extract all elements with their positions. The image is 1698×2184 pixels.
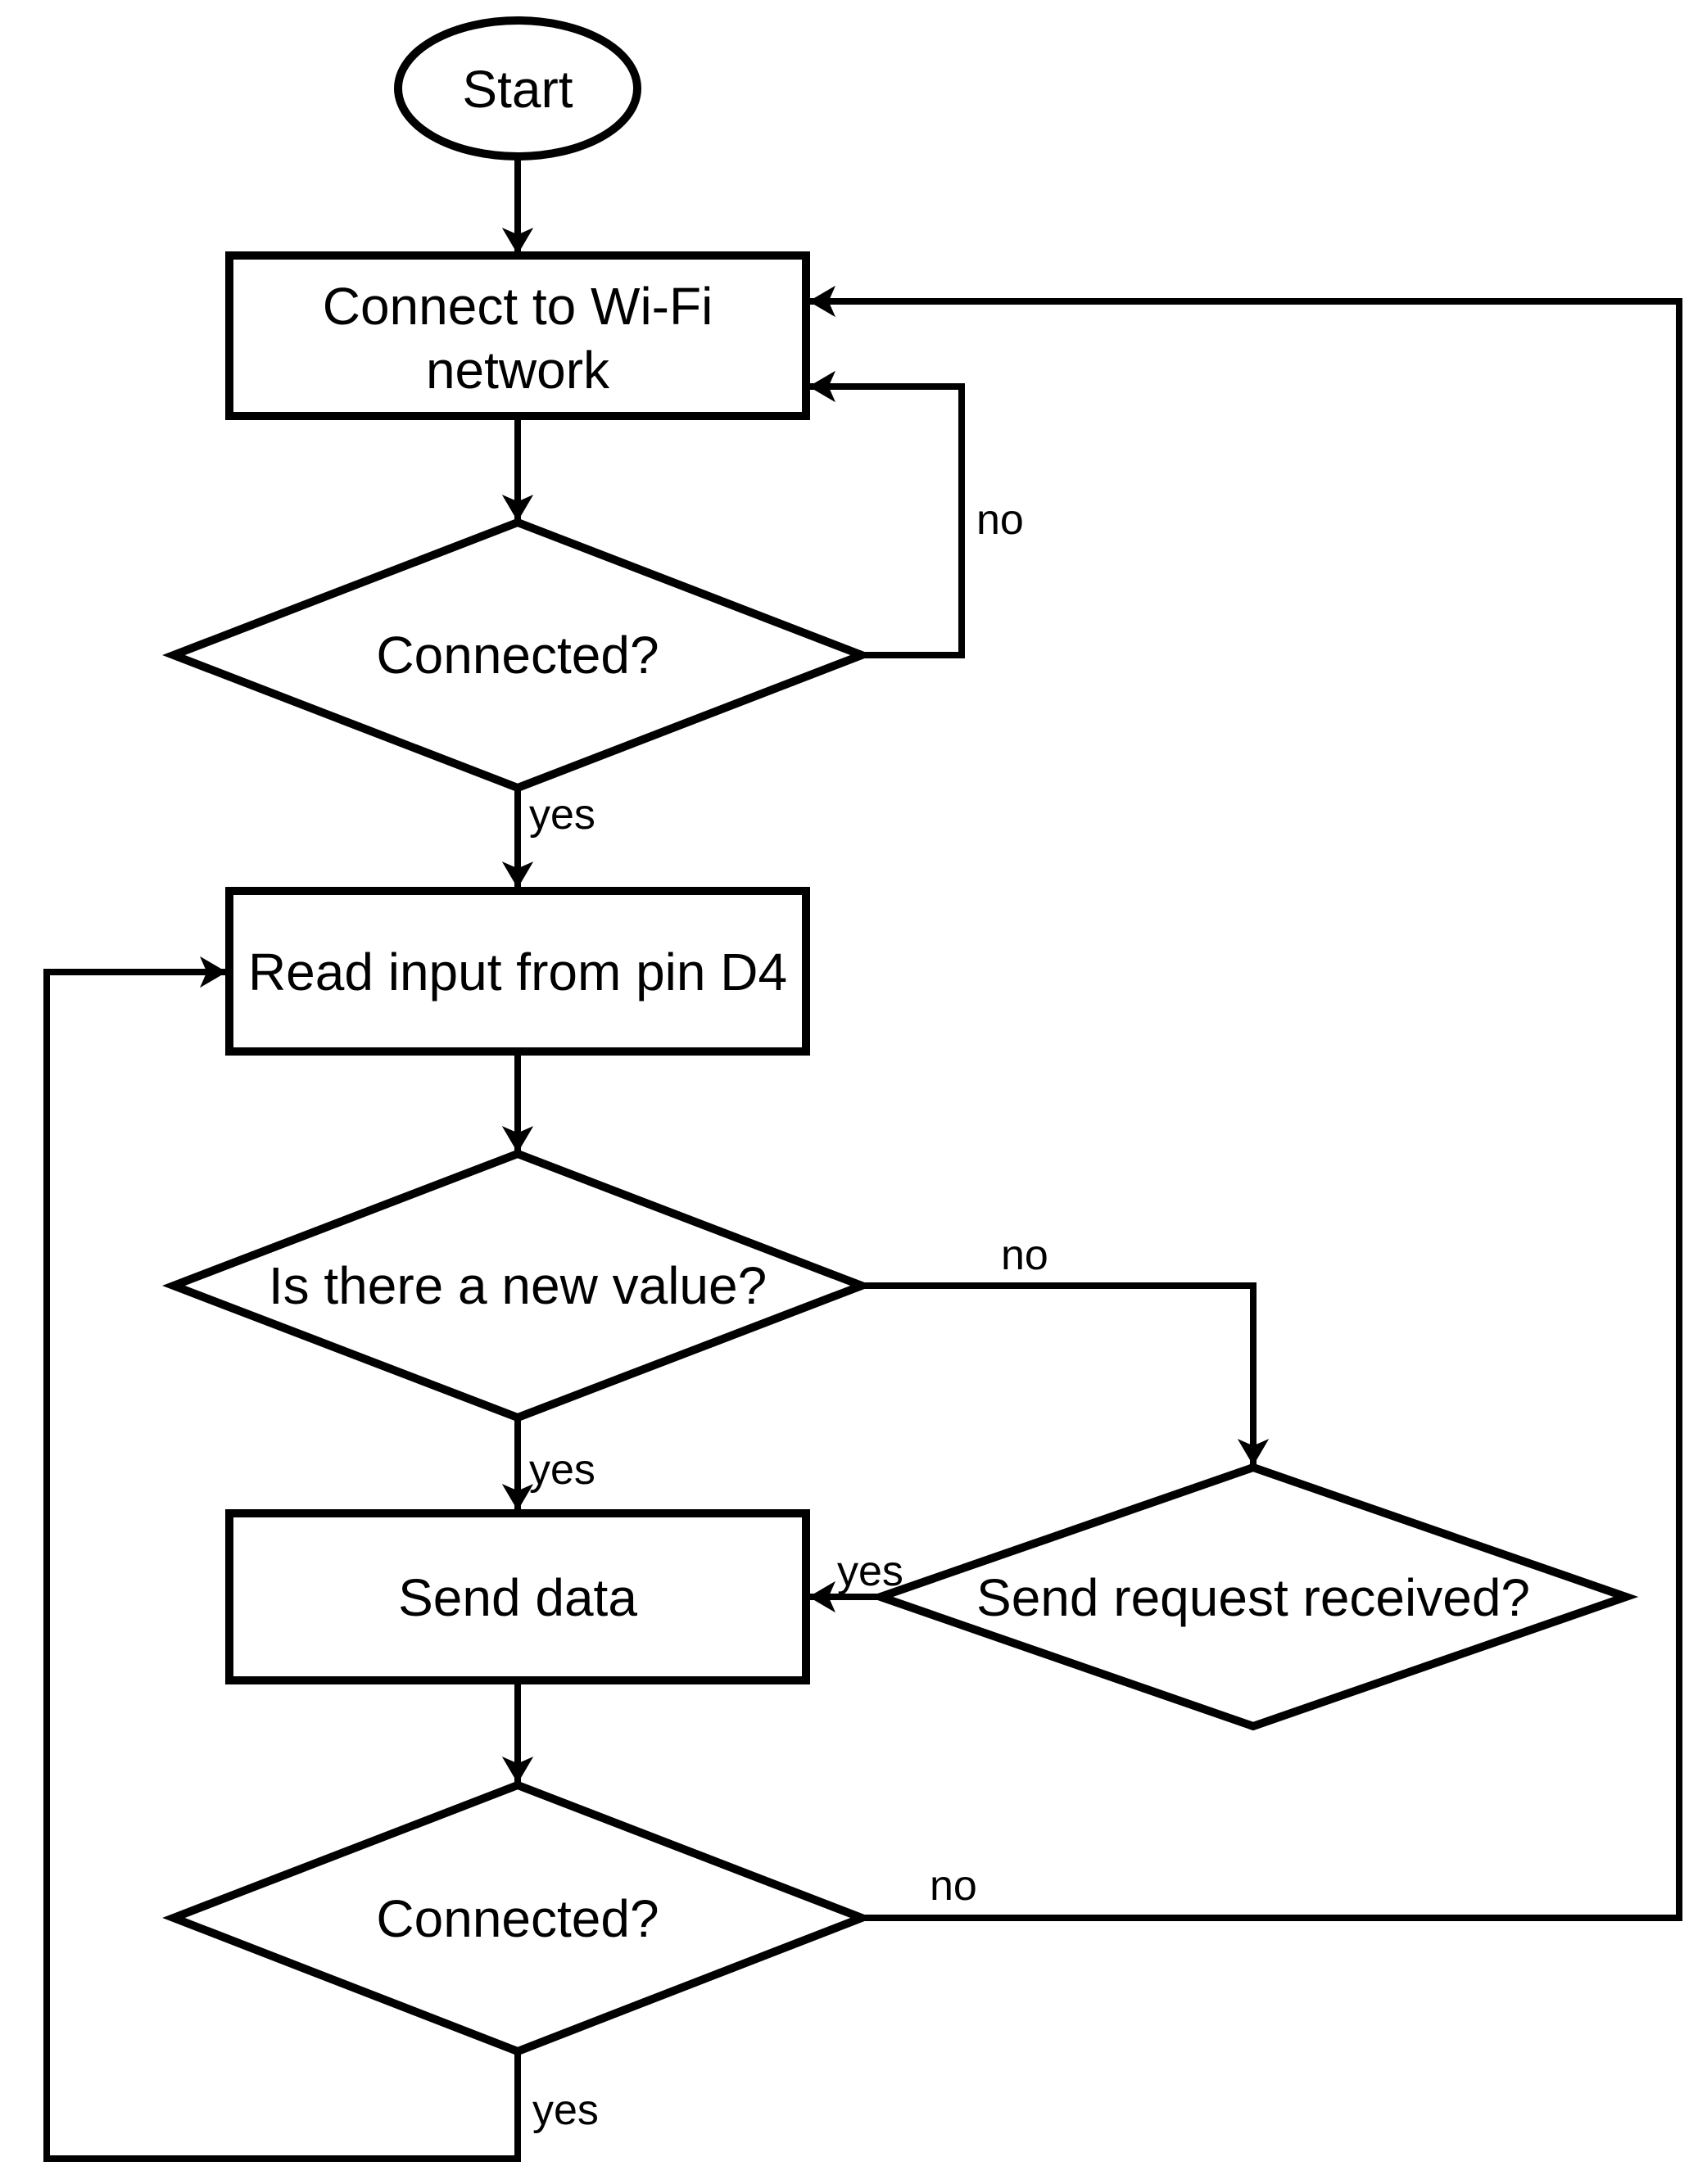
edge-label-connected1-no: no [976,496,1024,544]
connect-wifi-label-line1: Connect to Wi-Fi [323,277,713,336]
edge-label-new-value-no: no [1001,1232,1048,1279]
connected1-label: Connected? [376,626,659,685]
edge-connected2-no-loop [808,285,1682,1921]
edge-new-value-no [862,1282,1270,1466]
edge-label-send-request-yes: yes [837,1548,903,1595]
send-data-label: Send data [398,1568,637,1627]
edge-label-connected2-no: no [930,1862,977,1910]
send-data-box [225,1509,810,1684]
edge-connected2-yes-loop [43,956,521,2162]
start-terminator [394,16,641,161]
edge-label-new-value-yes: yes [529,1446,595,1494]
start-label: Start [462,60,573,119]
connect-wifi-box [225,251,810,420]
send-request-label: Send request received? [976,1568,1530,1627]
connect-wifi-label-line2: network [426,341,610,400]
edge-label-connected2-yes: yes [532,2087,599,2134]
edge-label-connected1-yes: yes [529,791,595,839]
new-value-decision [162,1149,873,1422]
connected1-decision [162,518,873,793]
read-input-label: Read input from pin D4 [248,943,787,1002]
edge-connected1-no-loop [808,370,965,658]
connected2-label: Connected? [376,1889,659,1948]
read-input-box [225,887,810,1056]
new-value-label: Is there a new value? [269,1256,767,1315]
connected2-decision [162,1780,873,2056]
send-request-decision [867,1463,1639,1731]
